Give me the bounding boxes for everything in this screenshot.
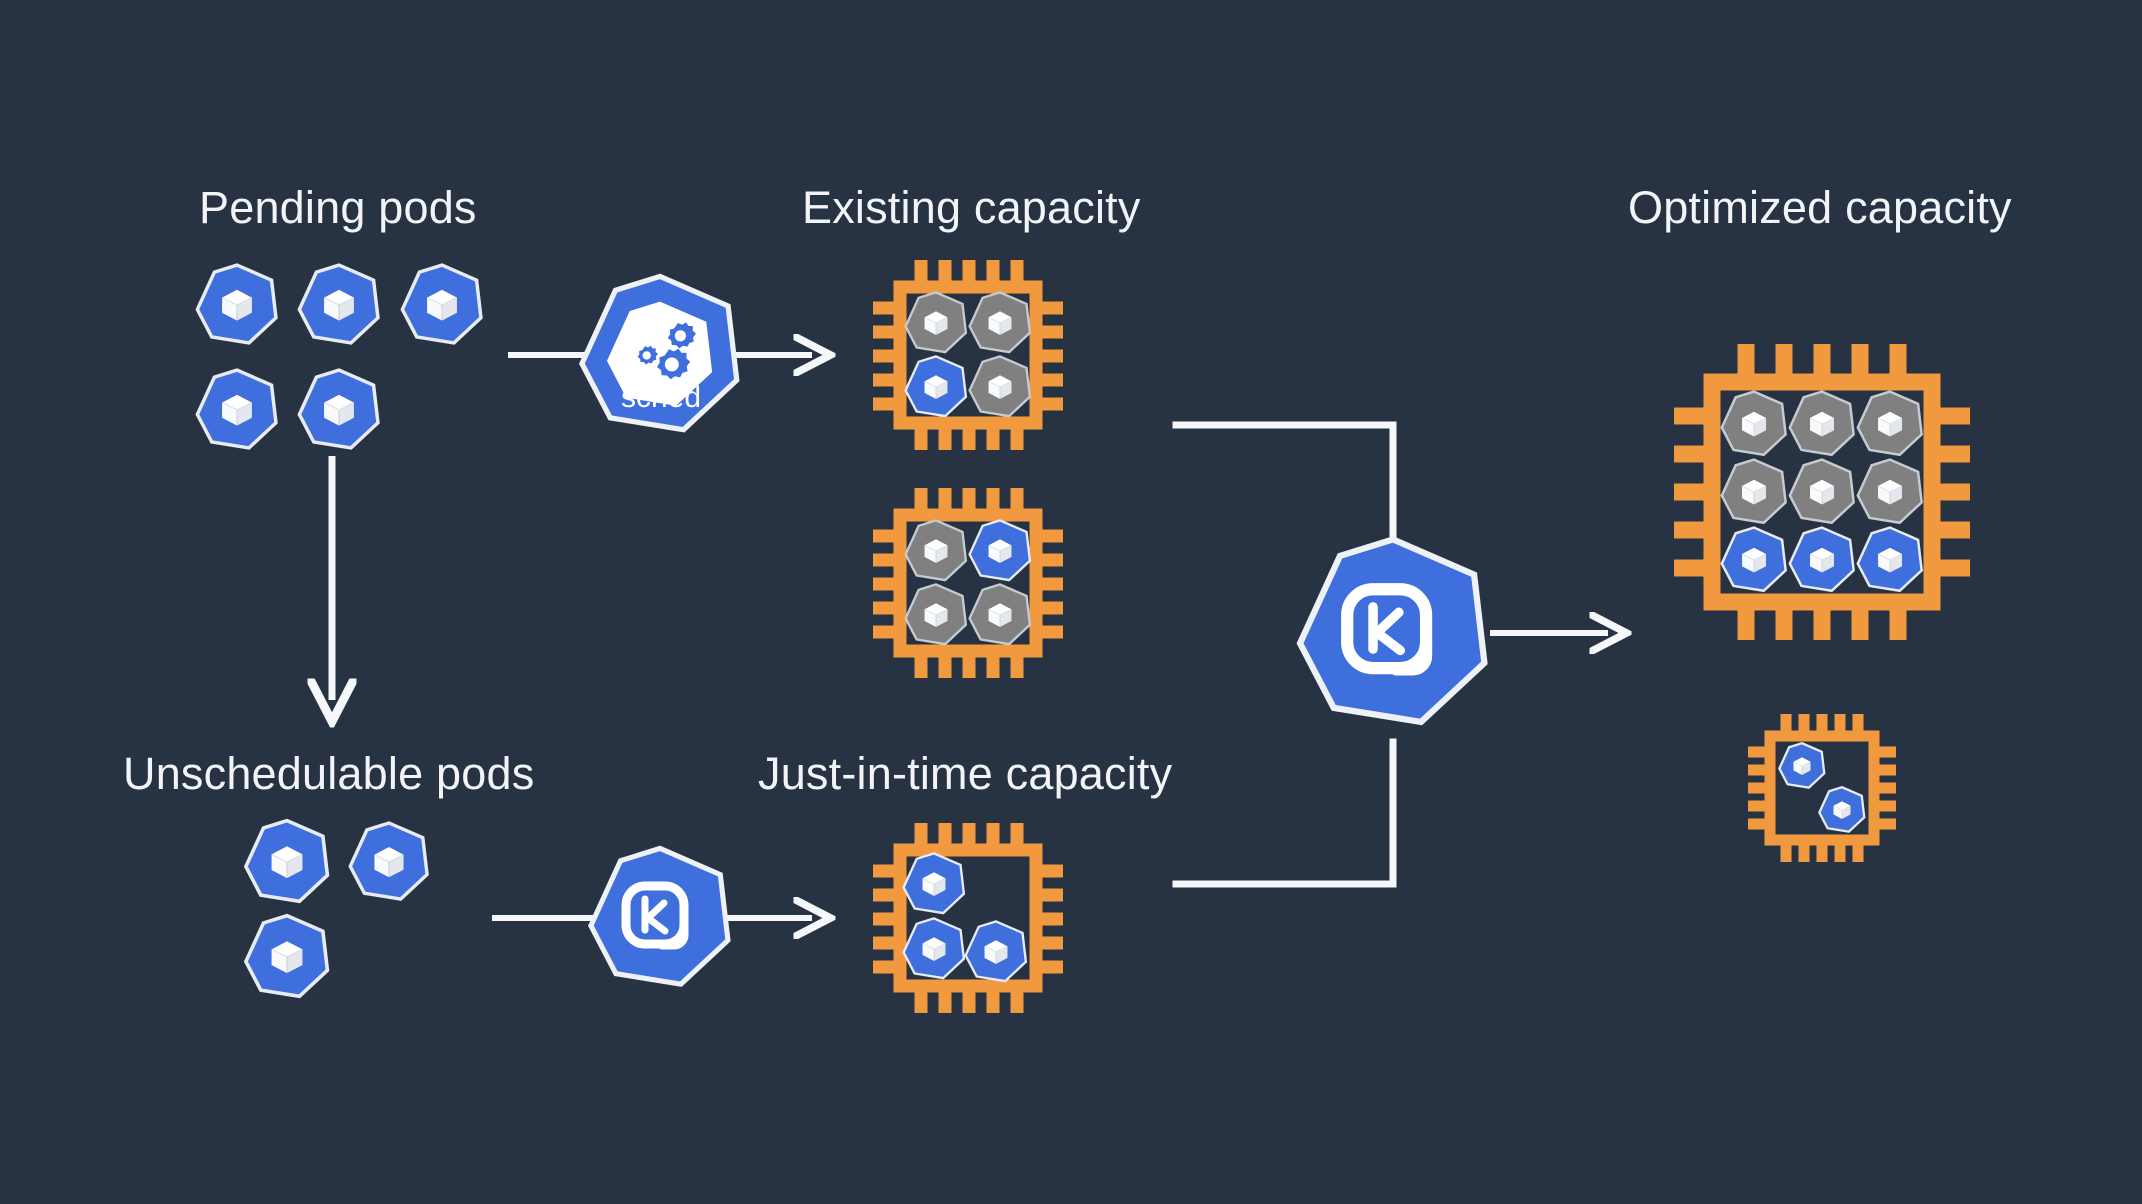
- label-optimized-capacity: Optimized capacity: [1628, 182, 2012, 233]
- list-item[interactable]: [1788, 458, 1855, 525]
- list-item[interactable]: [904, 355, 968, 418]
- optimized-capacity-chip-large[interactable]: [1674, 344, 1970, 640]
- karpenter-node-center[interactable]: [1300, 539, 1484, 722]
- list-item[interactable]: [904, 291, 968, 354]
- scheduler-node[interactable]: [582, 276, 737, 429]
- existing-to-karpenter-line: [1172, 421, 1397, 559]
- list-item[interactable]: [244, 913, 330, 999]
- karpenter-k-icon: [1341, 583, 1433, 676]
- list-item[interactable]: [1818, 786, 1866, 833]
- list-item[interactable]: [1788, 390, 1855, 457]
- list-item[interactable]: [1720, 458, 1787, 525]
- list-item[interactable]: [244, 818, 330, 904]
- list-item[interactable]: [902, 917, 966, 980]
- label-existing-capacity: Existing capacity: [802, 182, 1141, 233]
- list-item[interactable]: [1720, 526, 1787, 593]
- list-item[interactable]: [1720, 390, 1787, 457]
- optimized-capacity-chip-small[interactable]: [1748, 714, 1896, 862]
- list-item[interactable]: [968, 355, 1032, 418]
- unschedulable-pods-group: [244, 818, 429, 999]
- list-item[interactable]: [902, 852, 966, 915]
- label-just-in-time-capacity: Just-in-time capacity: [758, 748, 1173, 799]
- list-item[interactable]: [968, 583, 1032, 646]
- list-item[interactable]: [297, 263, 380, 345]
- existing-capacity-chip-1[interactable]: [873, 260, 1063, 450]
- pending-pods-group: [195, 263, 483, 450]
- scheduler-caption: sched: [621, 381, 702, 414]
- chip-icon: [873, 823, 1063, 1013]
- list-item[interactable]: [400, 263, 483, 345]
- list-item[interactable]: [1788, 526, 1855, 593]
- label-pending-pods: Pending pods: [199, 182, 477, 233]
- label-unschedulable-pods: Unschedulable pods: [123, 748, 535, 799]
- karpenter-node-bottom[interactable]: [591, 848, 728, 984]
- list-item[interactable]: [968, 291, 1032, 354]
- chip-icon: [1748, 714, 1896, 862]
- gears-icon: [637, 322, 696, 380]
- list-item[interactable]: [964, 920, 1028, 983]
- chip-icon: [1674, 344, 1970, 640]
- list-item[interactable]: [297, 368, 380, 450]
- list-item[interactable]: [1778, 742, 1826, 789]
- chip-icon: [873, 260, 1063, 450]
- list-item[interactable]: [195, 368, 278, 450]
- list-item[interactable]: [968, 519, 1032, 582]
- list-item[interactable]: [904, 583, 968, 646]
- karpenter-k-icon: [621, 881, 689, 950]
- list-item[interactable]: [1856, 458, 1923, 525]
- chip-icon: [873, 488, 1063, 678]
- list-item[interactable]: [904, 519, 968, 582]
- list-item[interactable]: [195, 263, 278, 345]
- jit-to-karpenter-line: [1172, 738, 1397, 888]
- list-item[interactable]: [1856, 390, 1923, 457]
- existing-capacity-chip-2[interactable]: [873, 488, 1063, 678]
- list-item[interactable]: [1856, 526, 1923, 593]
- list-item[interactable]: [348, 821, 429, 901]
- just-in-time-capacity-chip[interactable]: [873, 823, 1063, 1013]
